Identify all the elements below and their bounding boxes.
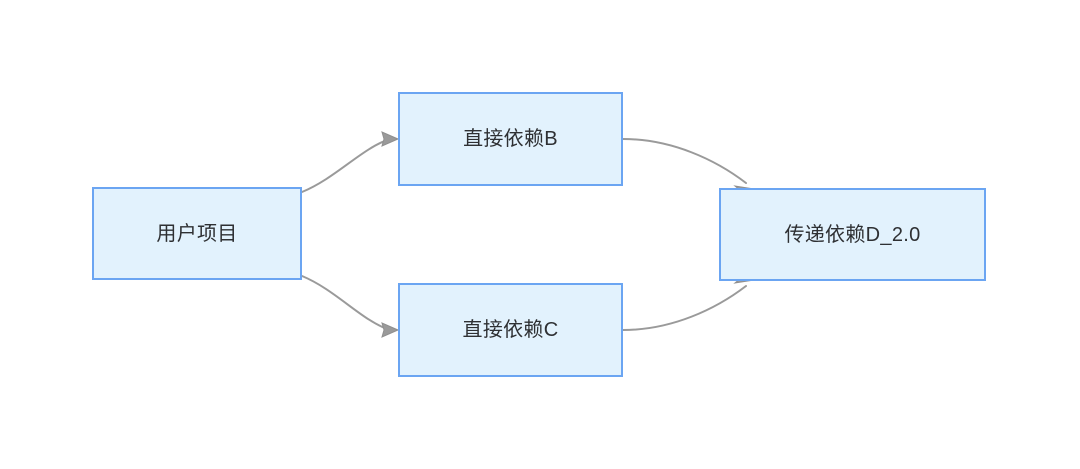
edge-user-to-c-arrowhead: [381, 322, 400, 338]
edge-user-to-b: [301, 131, 400, 193]
node-direct-dependency-b[interactable]: 直接依赖B: [398, 92, 623, 186]
edge-b-to-d-line: [622, 138, 747, 184]
node-transitive-dependency-d-label: 传递依赖D_2.0: [784, 223, 921, 246]
node-user-project[interactable]: 用户项目: [92, 187, 302, 280]
node-direct-dependency-c[interactable]: 直接依赖C: [398, 283, 623, 377]
edge-user-to-b-line: [301, 138, 391, 193]
edge-user-to-c-line: [301, 275, 391, 331]
node-direct-dependency-b-label: 直接依赖B: [463, 128, 558, 150]
node-user-project-label: 用户项目: [156, 222, 238, 245]
edge-user-to-b-arrowhead: [381, 131, 400, 147]
node-direct-dependency-c-label: 直接依赖C: [462, 319, 559, 341]
node-transitive-dependency-d[interactable]: 传递依赖D_2.0: [719, 188, 986, 281]
edge-user-to-c: [301, 275, 400, 338]
edge-c-to-d-line: [622, 285, 747, 331]
